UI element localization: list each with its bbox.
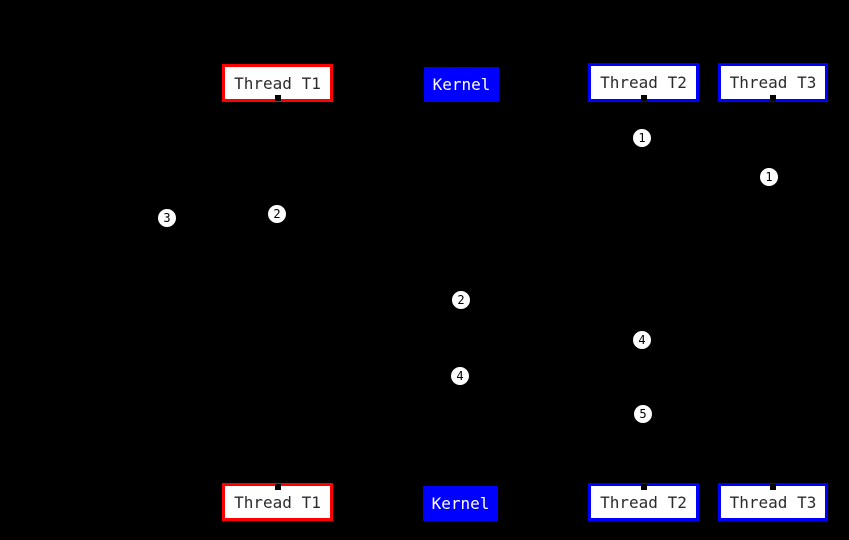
entity-box-thread-t3-top: Thread T3 — [718, 63, 828, 102]
entity-box-thread-t2-top: Thread T2 — [588, 63, 699, 102]
entity-box-thread-t2-bottom: Thread T2 — [588, 483, 699, 521]
event-marker-number: 4 — [456, 369, 464, 383]
lifeline-notch — [640, 484, 647, 490]
event-marker-3-left: 3 — [157, 208, 177, 228]
event-marker-1-thread-t2: 1 — [632, 128, 652, 148]
event-marker-2-thread-t1: 2 — [267, 204, 287, 224]
event-marker-number: 3 — [163, 211, 171, 225]
entity-label-thread-t2: Thread T2 — [600, 73, 687, 92]
entity-box-thread-t1-top: Thread T1 — [222, 64, 333, 102]
entity-label-thread-t3: Thread T3 — [729, 492, 817, 512]
entity-label-thread-t3: Thread T3 — [729, 73, 817, 92]
entity-box-thread-t1-bottom: Thread T1 — [222, 483, 333, 521]
event-marker-4-kernel: 4 — [450, 366, 470, 386]
lifeline-notch — [274, 484, 281, 490]
event-marker-number: 2 — [273, 207, 281, 221]
entity-label-kernel: Kernel — [431, 494, 490, 513]
entity-box-kernel-bottom: Kernel — [423, 486, 498, 521]
entity-box-kernel-top: Kernel — [424, 67, 499, 102]
event-marker-number: 5 — [639, 407, 647, 421]
lifeline-notch — [770, 484, 776, 490]
event-marker-4-thread-t2: 4 — [632, 330, 652, 350]
lifeline-notch — [274, 95, 281, 101]
entity-label-thread-t1: Thread T1 — [234, 73, 321, 93]
lifeline-notch — [640, 95, 647, 101]
event-marker-1-thread-t3: 1 — [759, 167, 779, 187]
event-marker-2-kernel: 2 — [451, 290, 471, 310]
event-marker-number: 4 — [638, 333, 646, 347]
lifeline-notch — [770, 95, 776, 101]
entity-label-thread-t1: Thread T1 — [234, 492, 321, 512]
entity-label-kernel: Kernel — [432, 75, 491, 94]
entity-box-thread-t3-bottom: Thread T3 — [718, 483, 828, 521]
event-marker-number: 1 — [765, 170, 773, 184]
entity-label-thread-t2: Thread T2 — [600, 492, 687, 512]
event-marker-number: 1 — [638, 131, 646, 145]
event-marker-5-thread-t2: 5 — [633, 404, 653, 424]
event-marker-number: 2 — [457, 293, 465, 307]
